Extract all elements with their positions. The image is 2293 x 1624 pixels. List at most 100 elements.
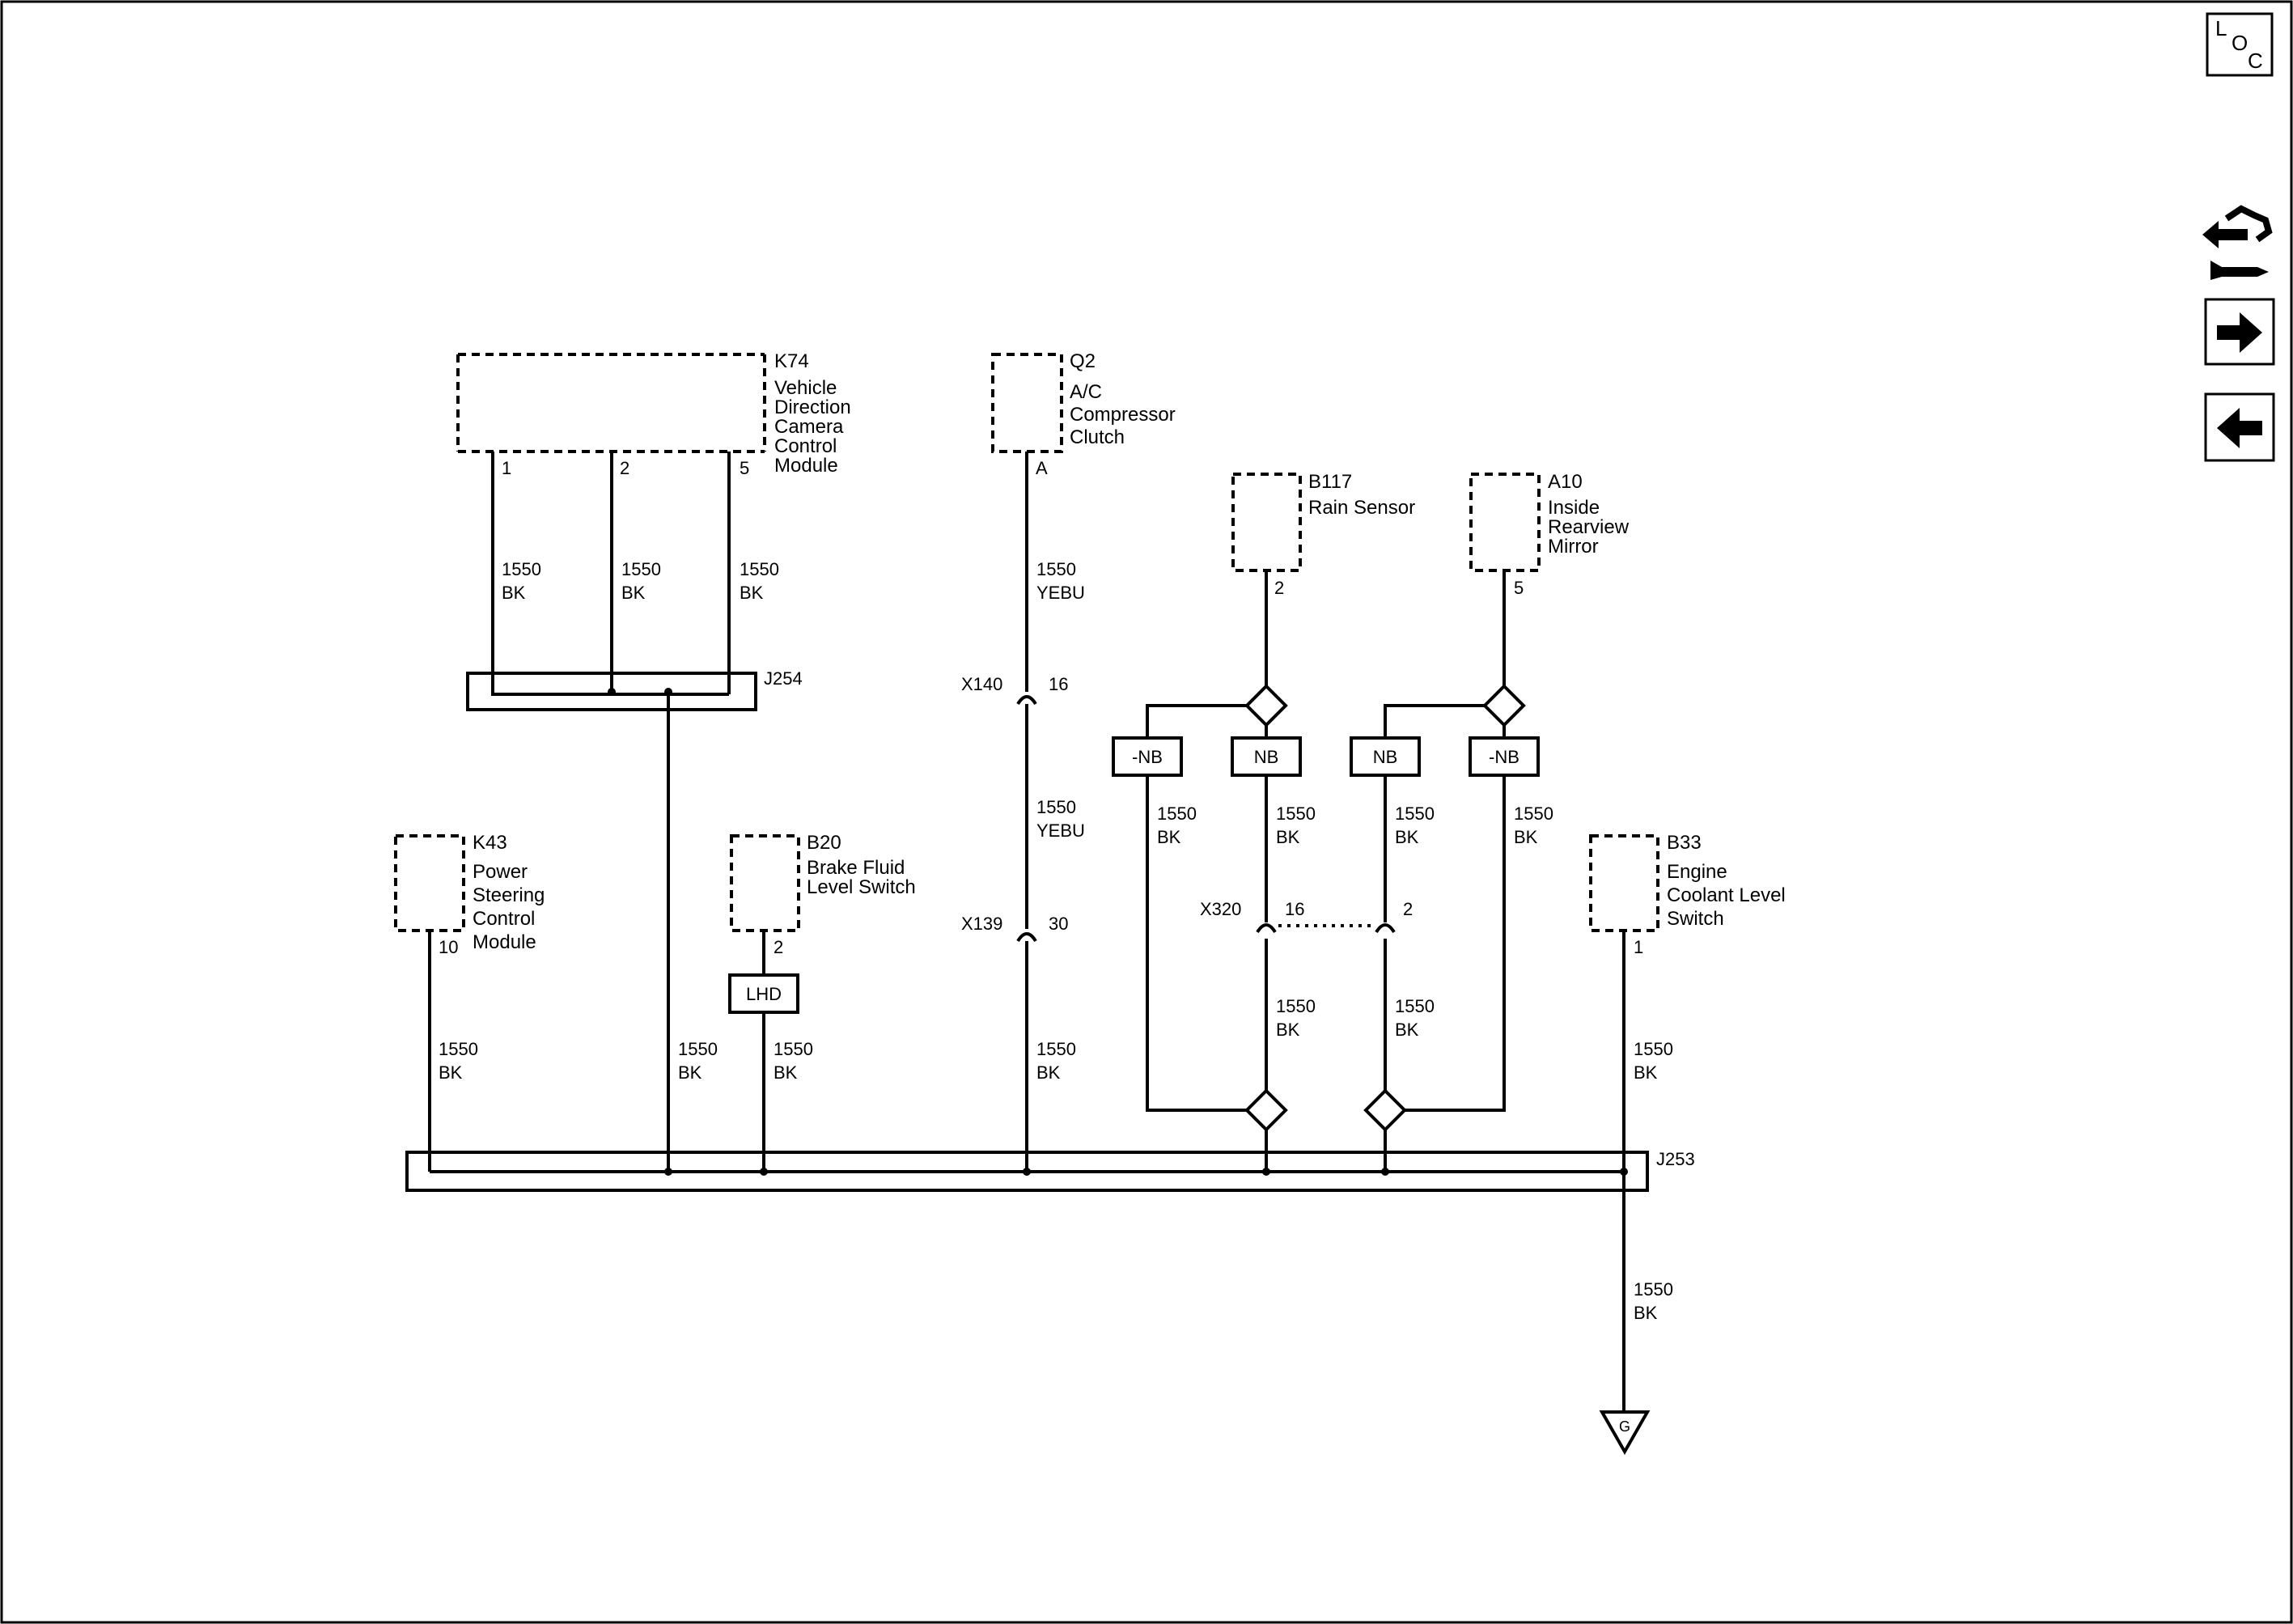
a10-name-1: Inside <box>1548 497 1600 519</box>
k43-wire-circuit: 1550 <box>439 1039 478 1059</box>
k74-pin-5: 5 <box>740 458 749 478</box>
b33-wire-circuit: 1550 <box>1634 1039 1673 1059</box>
b33-name-1: Engine <box>1667 861 1727 883</box>
k74-name-3: Camera <box>774 416 844 438</box>
j253-node-5 <box>1381 1168 1389 1176</box>
k74-id: K74 <box>774 350 809 372</box>
b20-wire-color: BK <box>774 1062 798 1083</box>
k74-pin1-circuit: 1550 <box>502 559 541 579</box>
b117-nb-option-box <box>1231 736 1302 777</box>
ground-label: G <box>1619 1418 1630 1435</box>
k74-name-1: Vehicle <box>774 377 837 399</box>
q2-wire1-circuit: 1550 <box>1036 559 1076 579</box>
k43-name-4: Module <box>473 931 536 953</box>
x139-pin: 30 <box>1049 914 1068 934</box>
q2-wire2-circuit: 1550 <box>1036 797 1076 817</box>
b117-not-nb-label: -NB <box>1132 747 1163 767</box>
a10-notnb-wire-circuit: 1550 <box>1514 804 1553 824</box>
wire-k74-pin1[interactable] <box>491 452 729 696</box>
a10-name-3: Mirror <box>1548 536 1599 558</box>
k74-pin5-color: BK <box>740 583 764 603</box>
k74-name-2: Direction <box>774 396 851 418</box>
a10-pin: 5 <box>1514 578 1524 598</box>
b117-notnb-wire-circuit: 1550 <box>1157 804 1197 824</box>
j253-node-3 <box>1023 1168 1031 1176</box>
a10-notnb-wire-color: BK <box>1514 827 1538 847</box>
k43-name-3: Control <box>473 908 535 930</box>
x320-pin-left: 16 <box>1285 899 1304 919</box>
a10-lower-wire-circuit: 1550 <box>1395 996 1435 1016</box>
q2-name-1: A/C <box>1070 381 1102 403</box>
b117-component[interactable]: B117 Rain Sensor 2 <box>1231 471 1415 598</box>
a10-nb-option-box <box>1350 736 1421 777</box>
k74-pin2-circuit: 1550 <box>621 559 661 579</box>
q2-name-2: Compressor <box>1070 404 1176 426</box>
j253-splice[interactable] <box>405 1151 1649 1192</box>
x320-connector-symbol-right[interactable] <box>1375 923 1396 934</box>
connector-view-icon[interactable] <box>2202 205 2273 280</box>
q2-wire1-color: YEBU <box>1036 583 1085 603</box>
j253-node-2 <box>760 1168 768 1176</box>
next-page-button[interactable] <box>2204 298 2275 366</box>
j254-label: J254 <box>764 668 803 689</box>
arrow-left-icon <box>2217 408 2262 448</box>
b33-name-2: Coolant Level <box>1667 884 1786 906</box>
k74-component[interactable]: K74 Vehicle Direction Camera Control Mod… <box>456 350 851 478</box>
x140-connector-symbol[interactable] <box>1016 695 1037 706</box>
arrow-right-icon <box>2217 312 2262 353</box>
ground-wire-circuit: 1550 <box>1634 1279 1673 1300</box>
a10-component[interactable]: A10 Inside Rearview Mirror 5 <box>1469 471 1630 598</box>
wire-a10-nb-branch[interactable] <box>1384 704 1485 1091</box>
b117-lower-wire-circuit: 1550 <box>1276 996 1316 1016</box>
wire-b117-not-nb-branch[interactable] <box>1146 704 1247 1112</box>
k74-pin2-color: BK <box>621 583 646 603</box>
wire-a10-not-nb-branch[interactable] <box>1405 725 1506 1112</box>
previous-page-button[interactable] <box>2204 392 2275 462</box>
b20-component[interactable]: B20 Brake Fluid Level Switch 2 <box>730 832 916 957</box>
b117-name: Rain Sensor <box>1308 497 1415 519</box>
ground-symbol[interactable] <box>1599 1410 1651 1456</box>
k43-component[interactable]: K43 Power Steering Control Module 10 <box>394 832 545 957</box>
b117-pin: 2 <box>1274 578 1284 598</box>
b20-name-1: Brake Fluid <box>807 857 905 879</box>
b33-wire-color: BK <box>1634 1062 1658 1083</box>
x140-id: X140 <box>961 674 1002 694</box>
a10-nb-wire-circuit: 1550 <box>1395 804 1435 824</box>
b117-nb-wire-color: BK <box>1276 827 1300 847</box>
j253-node-1 <box>664 1168 672 1176</box>
x139-connector-symbol[interactable] <box>1016 932 1037 943</box>
q2-name-3: Clutch <box>1070 426 1125 448</box>
b117-lower-diamond <box>1244 1088 1288 1132</box>
b20-wire-circuit: 1550 <box>774 1039 813 1059</box>
k74-name-5: Module <box>774 455 838 477</box>
a10-nb-wire-color: BK <box>1395 827 1419 847</box>
a10-name-2: Rearview <box>1548 516 1630 538</box>
j254-node-1 <box>608 688 616 696</box>
j254-out-color: BK <box>678 1062 702 1083</box>
b20-id: B20 <box>807 832 841 854</box>
a10-lower-diamond <box>1363 1088 1407 1132</box>
loc-l-letter: L <box>2215 16 2227 40</box>
k74-pin-2: 2 <box>620 458 629 478</box>
b117-lower-wire-color: BK <box>1276 1020 1300 1040</box>
k74-pin-1: 1 <box>502 458 511 478</box>
loc-c-letter: C <box>2248 49 2263 73</box>
b20-pin: 2 <box>774 937 783 957</box>
q2-component[interactable]: Q2 A/C Compressor Clutch A <box>991 350 1176 478</box>
j253-label: J253 <box>1656 1149 1695 1169</box>
q2-pin: A <box>1036 458 1048 478</box>
a10-nb-label: NB <box>1373 747 1398 767</box>
q2-id: Q2 <box>1070 350 1096 372</box>
j254-splice[interactable] <box>466 672 757 711</box>
loc-button[interactable]: L O C <box>2206 12 2274 77</box>
x139-id: X139 <box>961 914 1002 934</box>
k43-name-2: Steering <box>473 884 545 906</box>
k43-pin: 10 <box>439 937 458 957</box>
x320-connector-symbol-left[interactable] <box>1256 923 1277 934</box>
b33-component[interactable]: B33 Engine Coolant Level Switch 1 <box>1589 832 1786 957</box>
lhd-label: LHD <box>746 984 782 1004</box>
a10-option-diamond <box>1482 684 1526 727</box>
q2-wire3-color: BK <box>1036 1062 1061 1083</box>
k43-id: K43 <box>473 832 507 854</box>
